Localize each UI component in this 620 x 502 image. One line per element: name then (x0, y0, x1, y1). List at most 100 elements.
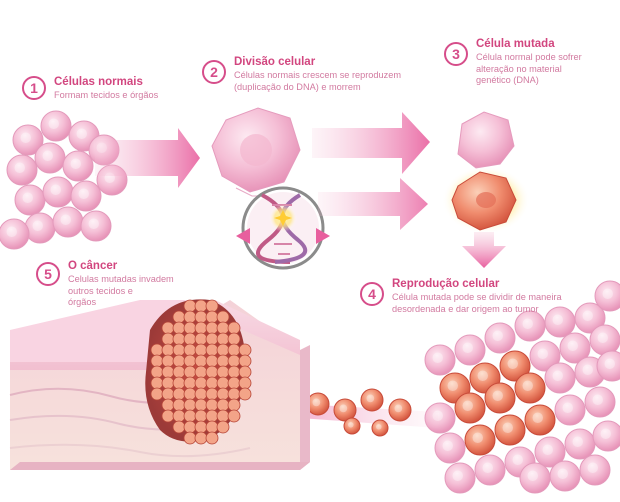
cell-nucleus (552, 370, 563, 381)
tumor-cell (194, 365, 208, 379)
migrating-cell (360, 388, 384, 412)
normal-cell (62, 150, 94, 182)
step-5-desc-line: outros tecidos e (68, 285, 133, 296)
step-2-desc: Células normais crescem se reproduzem (d… (234, 70, 424, 93)
cell-nucleus (462, 400, 473, 411)
cell-nucleus (339, 404, 348, 413)
normal-cell (559, 332, 591, 364)
tumor-cell (205, 431, 219, 445)
tumor-cell (161, 321, 175, 335)
cell-nucleus (567, 340, 578, 351)
normal-cell-cluster (0, 110, 128, 250)
cell-nucleus (552, 314, 563, 325)
tumor-cell (216, 343, 230, 357)
tumor-cell (183, 343, 197, 357)
normal-cell (6, 154, 38, 186)
step-2-desc-line: (duplicação do DNA) e morrem (234, 81, 361, 92)
tumor-cell (227, 409, 241, 423)
tumor-cell (194, 321, 208, 335)
cell-nucleus (14, 162, 25, 173)
tumor-cell (161, 332, 175, 346)
step-3-number: 3 (444, 42, 468, 66)
normal-cell (12, 124, 44, 156)
dna-magnifier (236, 186, 330, 270)
tumor-cell (227, 354, 241, 368)
tumor-cell (150, 354, 164, 368)
tumor-cell (194, 332, 208, 346)
tumor-cell (172, 365, 186, 379)
arrow-1-to-2 (95, 128, 200, 188)
tumor-cell (238, 376, 252, 390)
tumor-cell (216, 310, 230, 324)
tumor-cell (194, 354, 208, 368)
step-4-desc-line: Célula mutada pode se dividir de maneira (392, 292, 562, 302)
normal-cell (592, 420, 620, 452)
migrating-cell (371, 419, 389, 437)
cell-nucleus (537, 348, 548, 359)
cell-nucleus (562, 402, 573, 413)
step-1-title: Células normais (54, 76, 143, 88)
cell-nucleus (70, 158, 81, 169)
tumor-cell (172, 409, 186, 423)
tumor-cell (172, 398, 186, 412)
mutated-cell (494, 414, 526, 446)
cell-nucleus (88, 218, 99, 229)
cell-nucleus (348, 422, 354, 428)
tumor-cell (172, 387, 186, 401)
tumor-cell (194, 376, 208, 390)
step-3-desc: Célula normal pode sofrer alteração no m… (476, 52, 606, 87)
cell-nucleus (597, 332, 608, 343)
cell-nucleus (366, 394, 375, 403)
normal-cell (424, 344, 456, 376)
tumor-cell (172, 310, 186, 324)
cell-nucleus (482, 462, 493, 473)
arrow-2-to-3b (318, 178, 428, 230)
cell-nucleus (532, 412, 543, 423)
normal-cell (70, 180, 102, 212)
normal-cell (544, 306, 576, 338)
step-4-title: Reprodução celular (392, 278, 500, 290)
tumor-cell (205, 354, 219, 368)
tumor-cell (216, 387, 230, 401)
normal-cell (474, 454, 506, 486)
tumor-cell (216, 398, 230, 412)
step-3-desc-line: alteração no material (476, 63, 562, 74)
tumor-cell (161, 409, 175, 423)
tumor-cell (216, 365, 230, 379)
tumor-cell (161, 343, 175, 357)
step-3-desc-line: Célula normal pode sofrer (476, 52, 582, 62)
step-3-desc-line: genético (DNA) (476, 75, 539, 85)
mutated-cell (524, 404, 556, 436)
tumor-cell (216, 420, 230, 434)
tumor-cell (183, 420, 197, 434)
tumor-cell (216, 332, 230, 346)
tumor-cell (238, 343, 252, 357)
tumor-cell (183, 398, 197, 412)
migrating-cell (388, 398, 412, 422)
tumor-cell (172, 420, 186, 434)
step-1-desc: Formam tecidos e órgãos (54, 90, 214, 102)
tumor-cell (194, 398, 208, 412)
tumor-cell (194, 409, 208, 423)
tumor-cell (205, 332, 219, 346)
cell-nucleus (502, 422, 513, 433)
cell-nucleus (432, 352, 443, 363)
mutated-cell-step3 (442, 166, 530, 234)
cell-nucleus (394, 404, 403, 413)
cell-nucleus (452, 470, 463, 481)
tumor-cell (227, 321, 241, 335)
tumor-mass (145, 299, 252, 445)
migrating-cell (333, 398, 357, 422)
mutated-cell (464, 424, 496, 456)
cell-nucleus (48, 118, 59, 129)
cell-nucleus (592, 394, 603, 405)
step-5-desc-line: Celulas mutadas invadem (68, 274, 174, 284)
cell-nucleus (604, 358, 615, 369)
tumor-cell (183, 321, 197, 335)
normal-cell (596, 350, 620, 382)
arrow-2-to-3 (312, 112, 430, 174)
cell-nucleus (472, 432, 483, 443)
tumor-cell (183, 376, 197, 390)
cell-nucleus (557, 468, 568, 479)
step-3-title: Célula mutada (476, 38, 555, 50)
